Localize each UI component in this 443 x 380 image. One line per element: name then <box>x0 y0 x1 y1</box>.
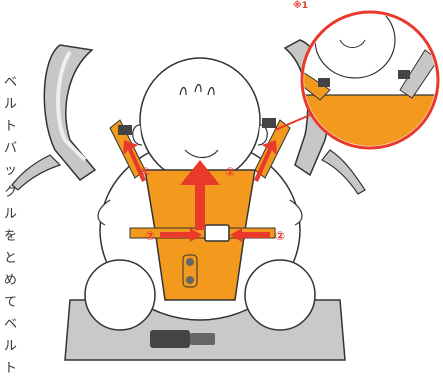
step2-right-label: ② <box>275 229 285 243</box>
step1-right-label: ① <box>225 165 235 179</box>
step2-right-arrow <box>230 228 270 242</box>
chest-strap-buckle <box>204 224 230 242</box>
left-side-strap-tail <box>11 154 62 191</box>
left-shoulder-buckle <box>118 125 132 135</box>
step2-left-arrow <box>160 228 202 242</box>
left-shoulder-strap <box>43 44 97 181</box>
lift-up-arrow <box>180 160 220 230</box>
baby-left-leg <box>84 259 156 331</box>
step1-left-arrow <box>123 140 146 182</box>
waist-belt-buckle-clip <box>190 333 215 345</box>
step2-left-label: ② <box>145 229 155 243</box>
right-side-strap-tail <box>321 149 366 195</box>
step1-left-label: ① <box>140 165 150 179</box>
side-caption-text: ベルトバックルをとめてベルト <box>4 75 18 376</box>
detail-inset <box>300 10 440 150</box>
inset-note-mark: ※1 <box>293 1 309 11</box>
step1-right-arrow <box>254 140 277 182</box>
baby-right-leg <box>244 259 316 331</box>
right-shoulder-buckle <box>262 118 276 128</box>
waist-belt-buckle <box>150 330 190 348</box>
